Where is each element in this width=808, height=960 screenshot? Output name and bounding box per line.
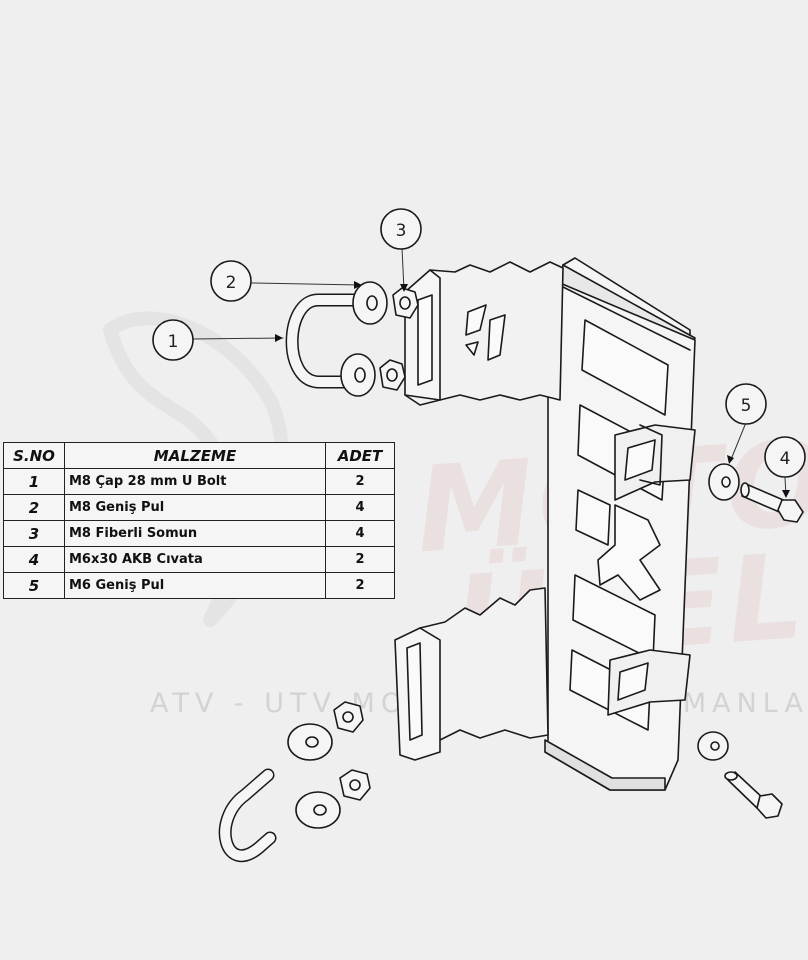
row-material: M8 Fiberli Somun [64, 520, 326, 547]
main-bracket-plate [544, 257, 696, 791]
row-number: 3 [3, 520, 65, 547]
upper-washer-top [352, 281, 388, 325]
leader-lines [192, 247, 787, 497]
side-strap-lower [607, 649, 691, 716]
table-row: 2 M8 Geniş Pul 4 [3, 494, 395, 521]
callout-2: 2 [210, 260, 252, 302]
upper-u-bolt [285, 293, 362, 389]
header-sno: S.NO [3, 442, 65, 469]
upper-washer-bottom [340, 353, 376, 397]
row-material: M8 Geniş Pul [64, 494, 326, 521]
row-qty: 4 [325, 494, 395, 521]
lower-u-bolt [218, 768, 277, 863]
watermark-logo [103, 311, 289, 627]
row-qty: 2 [325, 572, 395, 599]
row-material: M6 Geniş Pul [64, 572, 326, 599]
callout-3: 3 [380, 208, 422, 250]
lower-nut-bottom [339, 769, 371, 801]
callout-1: 1 [152, 319, 194, 361]
side-strap-upper [614, 424, 696, 501]
row-material: M8 Çap 28 mm U Bolt [64, 468, 326, 495]
upper-nut-bottom [379, 359, 406, 391]
table-row: 4 M6x30 AKB Cıvata 2 [3, 546, 395, 573]
callout-4: 4 [764, 436, 806, 478]
lower-clamp-strip [394, 587, 549, 761]
right-bolt-lower [724, 771, 783, 819]
row-number: 1 [3, 468, 65, 495]
right-washer-lower [697, 731, 729, 761]
right-washer-upper [708, 463, 740, 501]
lower-washer-bottom [295, 791, 341, 829]
callout-3-label: 3 [396, 221, 407, 241]
row-qty: 2 [325, 468, 395, 495]
upper-clamp-strip [404, 261, 564, 406]
row-number: 4 [3, 546, 65, 573]
arrowheads [275, 281, 790, 498]
row-qty: 2 [325, 546, 395, 573]
row-number: 2 [3, 494, 65, 521]
callout-5: 5 [725, 383, 767, 425]
callout-2-label: 2 [226, 273, 237, 293]
callout-4-label: 4 [780, 449, 791, 469]
header-qty: ADET [325, 442, 395, 469]
table-row: 5 M6 Geniş Pul 2 [3, 572, 395, 599]
row-material: M6x30 AKB Cıvata [64, 546, 326, 573]
callout-1-label: 1 [168, 332, 179, 352]
table-row: 1 M8 Çap 28 mm U Bolt 2 [3, 468, 395, 495]
row-number: 5 [3, 572, 65, 599]
parts-list-table: S.NO MALZEME ADET 1 M8 Çap 28 mm U Bolt … [3, 442, 395, 599]
header-material: MALZEME [64, 442, 326, 469]
right-bolt-upper [740, 482, 804, 523]
lower-nut-top [333, 701, 364, 733]
callout-5-label: 5 [741, 396, 752, 416]
row-qty: 4 [325, 520, 395, 547]
table-row: 3 M8 Fiberli Somun 4 [3, 520, 395, 547]
lower-washer-top [287, 723, 333, 761]
table-header-row: S.NO MALZEME ADET [3, 442, 395, 469]
